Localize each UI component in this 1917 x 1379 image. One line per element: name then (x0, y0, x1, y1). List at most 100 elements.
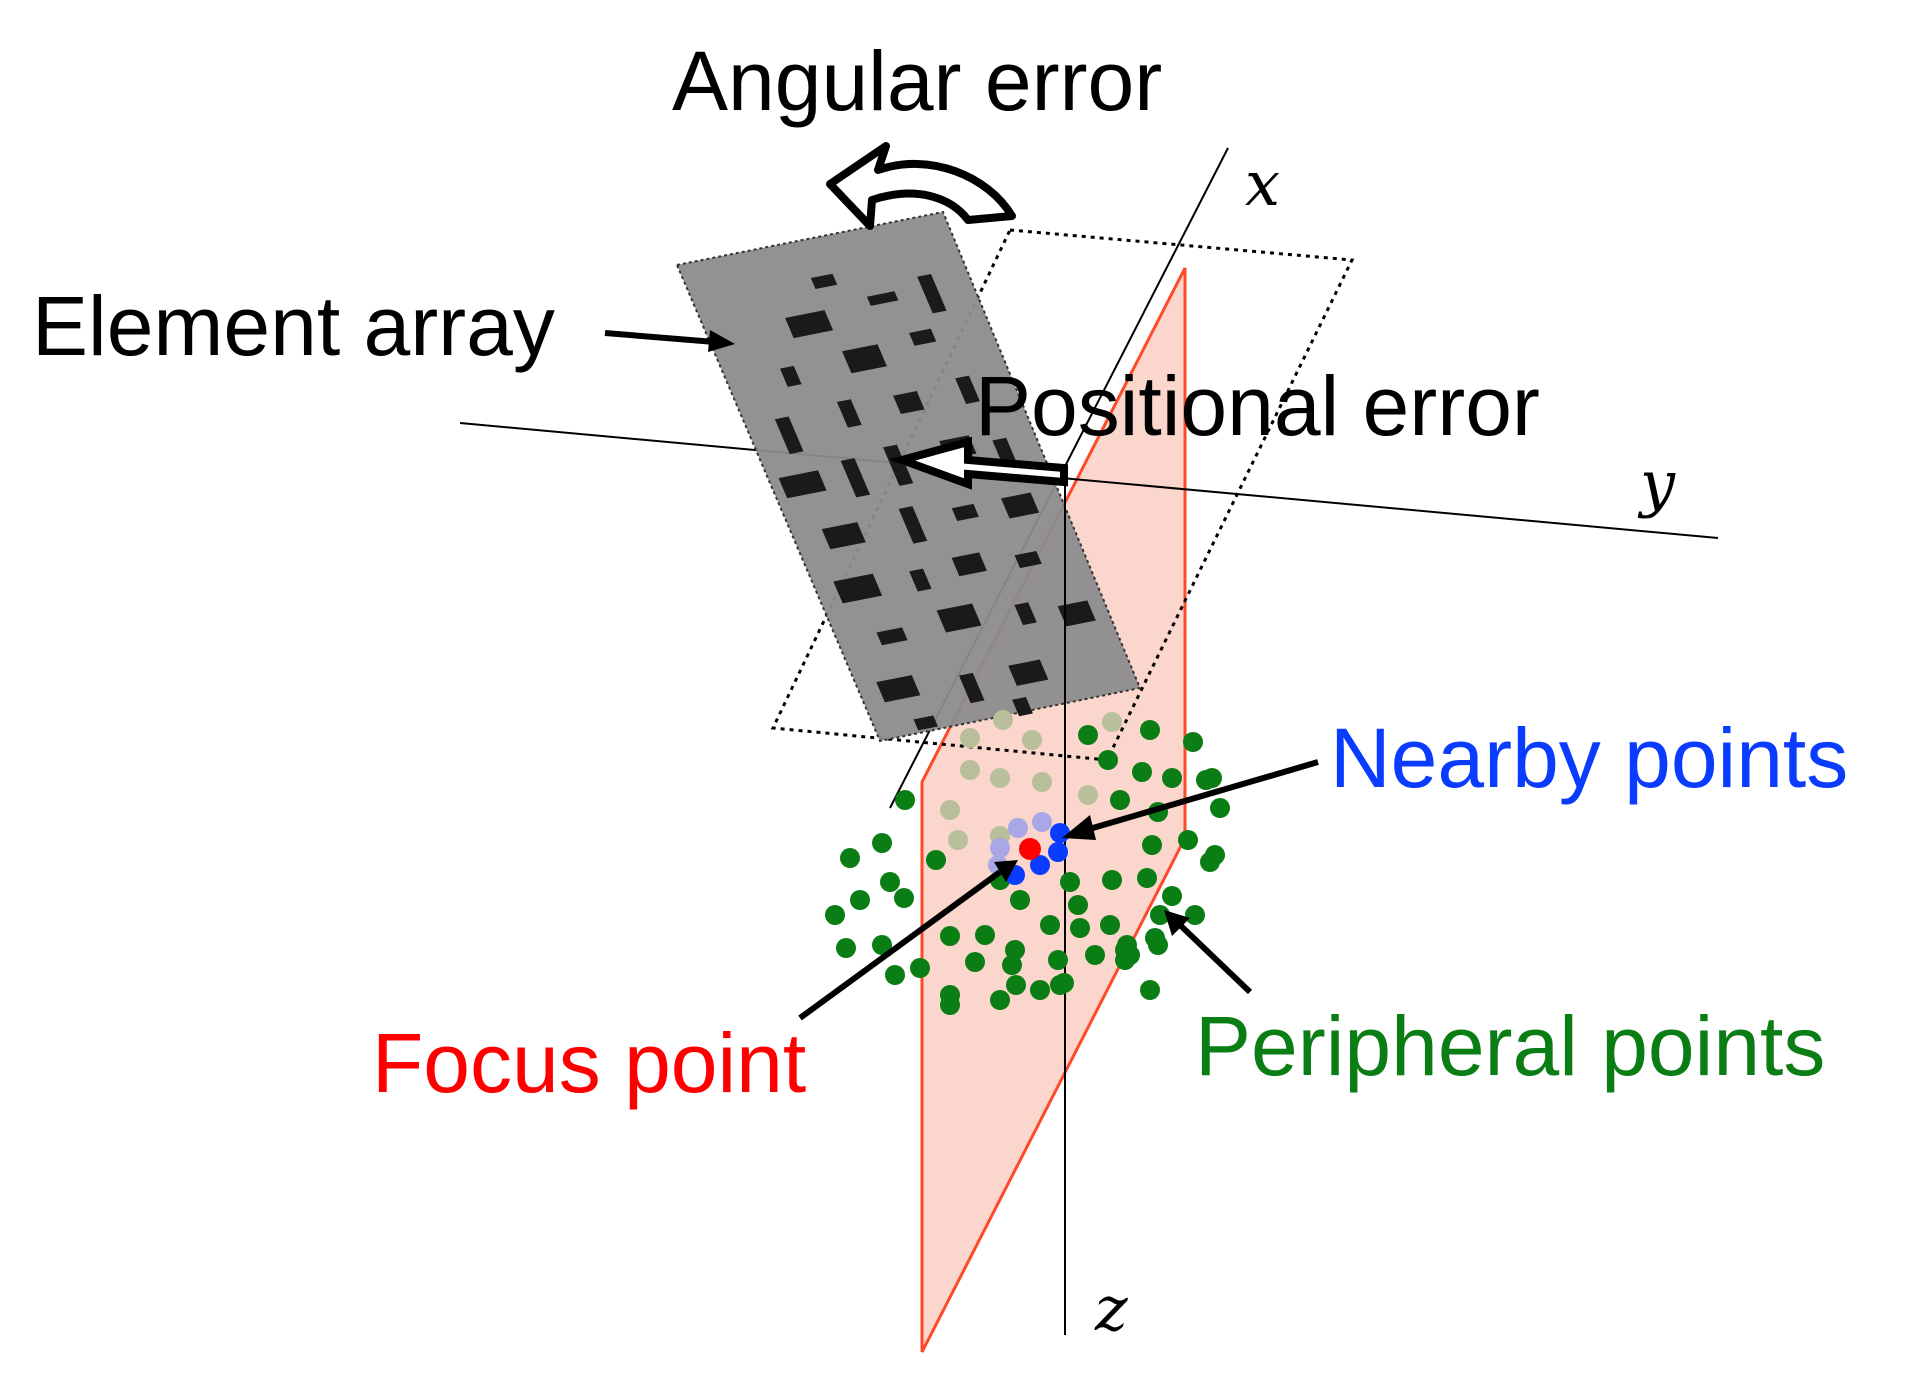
peripheral-point (1140, 980, 1160, 1000)
peripheral-point (1185, 905, 1205, 925)
array-element (909, 328, 937, 346)
peripheral-point (840, 848, 860, 868)
array-element (1014, 602, 1037, 626)
peripheral-point (825, 905, 845, 925)
peripheral-point (1115, 950, 1135, 970)
peripheral-point (1010, 890, 1030, 910)
nearby-points-arrowhead-icon (1062, 815, 1096, 840)
element-array-arrowhead-icon (708, 330, 735, 352)
peripheral-point (940, 995, 960, 1015)
peripheral-points-label: Peripheral points (1195, 999, 1825, 1093)
array-element (842, 344, 887, 374)
peripheral-point (1005, 940, 1025, 960)
peripheral-point (1002, 955, 1022, 975)
array-element (833, 573, 883, 604)
peripheral-point (1137, 868, 1157, 888)
array-element (955, 375, 980, 405)
array-element (1008, 659, 1049, 686)
peripheral-point (1102, 870, 1122, 890)
array-element (779, 365, 802, 387)
peripheral-point (850, 890, 870, 910)
y-axis-label: y (1637, 447, 1676, 520)
peripheral-point (1162, 886, 1182, 906)
array-element (866, 291, 899, 306)
array-element (810, 273, 838, 290)
array-element (840, 458, 871, 498)
array-element (951, 503, 979, 522)
peripheral-point (1205, 845, 1225, 865)
nearby-point (1048, 842, 1068, 862)
focus-point-label: Focus point (372, 1016, 806, 1110)
array-element (1001, 492, 1040, 519)
peripheral-point (975, 925, 995, 945)
array-element (778, 470, 827, 499)
nearby-point (990, 838, 1010, 858)
element-array-label: Element array (32, 279, 555, 373)
peripheral-point (885, 965, 905, 985)
peripheral-point (1162, 768, 1182, 788)
element-array (675, 210, 1142, 743)
peripheral-point (940, 800, 960, 820)
peripheral-point (872, 833, 892, 853)
peripheral-point (1142, 835, 1162, 855)
leader-arrows (604, 330, 1319, 1021)
array-element (1012, 697, 1033, 717)
peripheral-point (1132, 762, 1152, 782)
peripheral-point (1100, 915, 1120, 935)
array-element (836, 399, 862, 428)
peripheral-point (1070, 918, 1090, 938)
peripheral-point (1202, 768, 1222, 788)
array-element (992, 437, 1016, 463)
peripheral-point (965, 952, 985, 972)
array-element (821, 522, 866, 550)
peripheral-point (1210, 798, 1230, 818)
peripheral-point (1102, 712, 1122, 732)
nearby-point (1008, 818, 1028, 838)
peripheral-point (1178, 830, 1198, 850)
peripheral-point (1030, 980, 1050, 1000)
array-element (883, 444, 914, 486)
peripheral-point (1150, 905, 1170, 925)
peripheral-point (1060, 872, 1080, 892)
array-element (876, 675, 921, 703)
peripheral-point (895, 790, 915, 810)
peripheral-point (940, 926, 960, 946)
peripheral-point (910, 958, 930, 978)
peripheral-point (1006, 975, 1026, 995)
positional-error-label: Positional error (975, 359, 1540, 453)
positional-error-arrow-icon (888, 436, 1068, 490)
peripheral-point (872, 935, 892, 955)
focus-point-leader (798, 869, 1002, 1021)
angular-error-label: Angular error (672, 34, 1162, 128)
peripheral-point (926, 850, 946, 870)
peripheral-point (880, 872, 900, 892)
angular-error-arrow-icon (826, 142, 1016, 230)
array-element (898, 506, 928, 544)
element-array-leader (604, 330, 716, 345)
array-element (909, 568, 932, 592)
array-element (774, 416, 804, 455)
peripheral-points-leader (1177, 922, 1253, 995)
peripheral-point (1110, 790, 1130, 810)
array-element (958, 672, 985, 704)
array-element (785, 310, 834, 339)
peripheral-point (1085, 945, 1105, 965)
peripheral-point (1183, 732, 1203, 752)
peripheral-points-arrowhead-icon (1164, 910, 1190, 936)
peripheral-point (1040, 915, 1060, 935)
peripheral-point (1148, 935, 1168, 955)
peripheral-point (990, 768, 1010, 788)
nearby-point (1032, 812, 1052, 832)
nearby-points-label: Nearby points (1330, 711, 1848, 805)
array-element (1014, 550, 1042, 569)
peripheral-point (990, 990, 1010, 1010)
peripheral-point (1078, 725, 1098, 745)
x-axis-label: x (1245, 147, 1280, 220)
array-element (936, 603, 982, 633)
peripheral-point (894, 888, 914, 908)
array-element (893, 391, 925, 415)
nearby-point (1050, 823, 1070, 843)
nearby-points-leader (1085, 759, 1319, 833)
peripheral-point (960, 760, 980, 780)
